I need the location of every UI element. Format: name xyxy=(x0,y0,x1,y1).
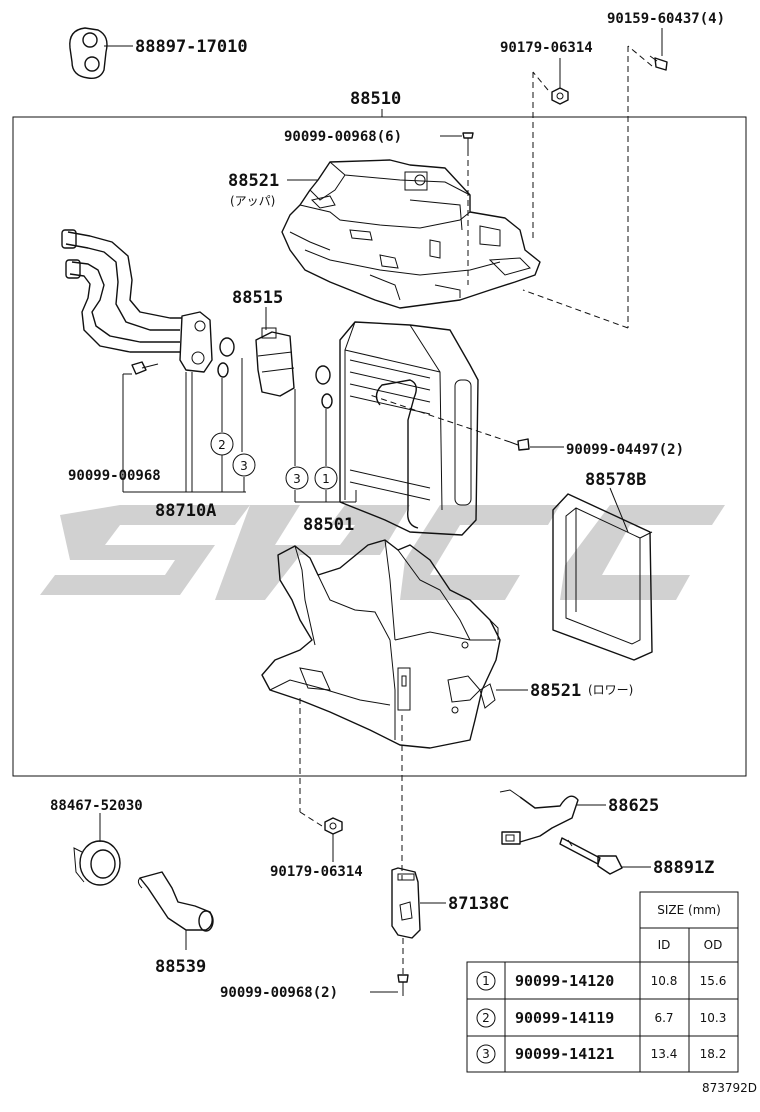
svg-text:6.7: 6.7 xyxy=(654,1011,673,1025)
label-expansion-valve[interactable]: 88515 xyxy=(232,288,283,308)
label-lower-case[interactable]: 88521 xyxy=(530,681,581,701)
label-screw-bottom[interactable]: 90099-00968(2) xyxy=(220,985,338,1001)
callout-3: 3 xyxy=(232,453,256,477)
table-row[interactable]: 3 90099-14121 13.4 18.2 xyxy=(476,1044,727,1064)
thermistor-part[interactable] xyxy=(559,837,623,875)
size-table-col-od: OD xyxy=(704,938,723,952)
label-nut-top[interactable]: 90179-06314 xyxy=(500,40,593,56)
evaporator-part[interactable] xyxy=(339,321,479,536)
label-hose[interactable]: 88539 xyxy=(155,957,206,977)
label-filter[interactable]: 88578B xyxy=(585,470,646,490)
svg-text:2: 2 xyxy=(218,438,226,452)
label-grommet[interactable]: 88897-17010 xyxy=(135,37,248,57)
grommet-part[interactable] xyxy=(73,840,121,886)
size-table: SIZE (mm) ID OD 1 90099-14120 10.8 15.6 … xyxy=(466,891,739,1073)
svg-text:18.2: 18.2 xyxy=(700,1047,727,1061)
svg-text:1: 1 xyxy=(482,974,490,988)
svg-text:90099-14120: 90099-14120 xyxy=(515,972,614,990)
hose-part[interactable] xyxy=(137,871,214,932)
label-amplifier[interactable]: 87138C xyxy=(448,894,509,914)
case-assembly-boundary xyxy=(12,116,747,777)
svg-text:10.8: 10.8 xyxy=(651,974,678,988)
nut-icon[interactable] xyxy=(551,87,569,105)
table-row[interactable]: 2 90099-14119 6.7 10.3 xyxy=(476,1008,727,1028)
footer-code: 873792D xyxy=(702,1081,757,1095)
label-lower-case-note: (ロワー) xyxy=(588,683,633,697)
evaporator-fins xyxy=(349,359,431,501)
label-screw-left[interactable]: 90099-00968 xyxy=(68,468,161,484)
upper-case-part[interactable] xyxy=(281,159,541,309)
svg-text:13.4: 13.4 xyxy=(651,1047,678,1061)
label-case-assembly[interactable]: 88510 xyxy=(350,89,401,109)
o-ring-3[interactable] xyxy=(219,337,235,357)
label-bolt-top-right[interactable]: 90159-60437(4) xyxy=(607,11,725,27)
callout-1: 1 xyxy=(314,466,338,490)
table-row[interactable]: 1 90099-14120 10.8 15.6 xyxy=(476,971,727,991)
size-table-col-id: ID xyxy=(658,938,671,952)
label-screw-top[interactable]: 90099-00968(6) xyxy=(284,129,402,145)
o-ring-2[interactable] xyxy=(217,362,229,378)
screw-icon[interactable] xyxy=(462,132,474,150)
callout-3: 3 xyxy=(285,466,309,490)
svg-text:1: 1 xyxy=(322,472,330,486)
svg-text:15.6: 15.6 xyxy=(700,974,727,988)
grommet-part[interactable] xyxy=(69,27,108,80)
bolt-icon[interactable] xyxy=(649,55,668,71)
label-tube-assembly[interactable]: 88710A xyxy=(155,501,216,521)
label-nut-bottom[interactable]: 90179-06314 xyxy=(270,864,363,880)
wire-harness-part[interactable] xyxy=(499,789,579,845)
svg-text:2: 2 xyxy=(482,1011,490,1025)
screw-icon[interactable] xyxy=(131,361,159,375)
svg-text:90099-14121: 90099-14121 xyxy=(515,1045,614,1063)
svg-text:3: 3 xyxy=(240,459,248,473)
label-upper-case[interactable]: 88521 xyxy=(228,171,279,191)
o-ring-1[interactable] xyxy=(321,393,333,409)
nut-icon[interactable] xyxy=(324,817,343,835)
label-screw-right[interactable]: 90099-04497(2) xyxy=(566,442,684,458)
tube-assembly-part[interactable] xyxy=(61,229,213,373)
amplifier-part[interactable] xyxy=(391,867,421,939)
size-table-header: SIZE (mm) xyxy=(657,903,721,917)
label-evaporator[interactable]: 88501 xyxy=(303,515,354,535)
svg-text:3: 3 xyxy=(293,472,301,486)
label-wire-harness[interactable]: 88625 xyxy=(608,796,659,816)
label-grommet-2[interactable]: 88467-52030 xyxy=(50,798,143,814)
screw-icon[interactable] xyxy=(509,438,530,451)
lower-case-part[interactable] xyxy=(261,539,501,749)
label-thermistor[interactable]: 88891Z xyxy=(653,858,714,878)
expansion-valve-part[interactable] xyxy=(255,327,295,397)
callout-2: 2 xyxy=(210,432,234,456)
screw-icon[interactable] xyxy=(397,974,409,996)
label-upper-case-note: (アッパ) xyxy=(230,194,275,208)
svg-text:10.3: 10.3 xyxy=(700,1011,727,1025)
o-ring-3b[interactable] xyxy=(315,365,331,385)
svg-text:90099-14119: 90099-14119 xyxy=(515,1009,614,1027)
filter-part[interactable] xyxy=(552,493,653,661)
svg-text:3: 3 xyxy=(482,1047,490,1061)
